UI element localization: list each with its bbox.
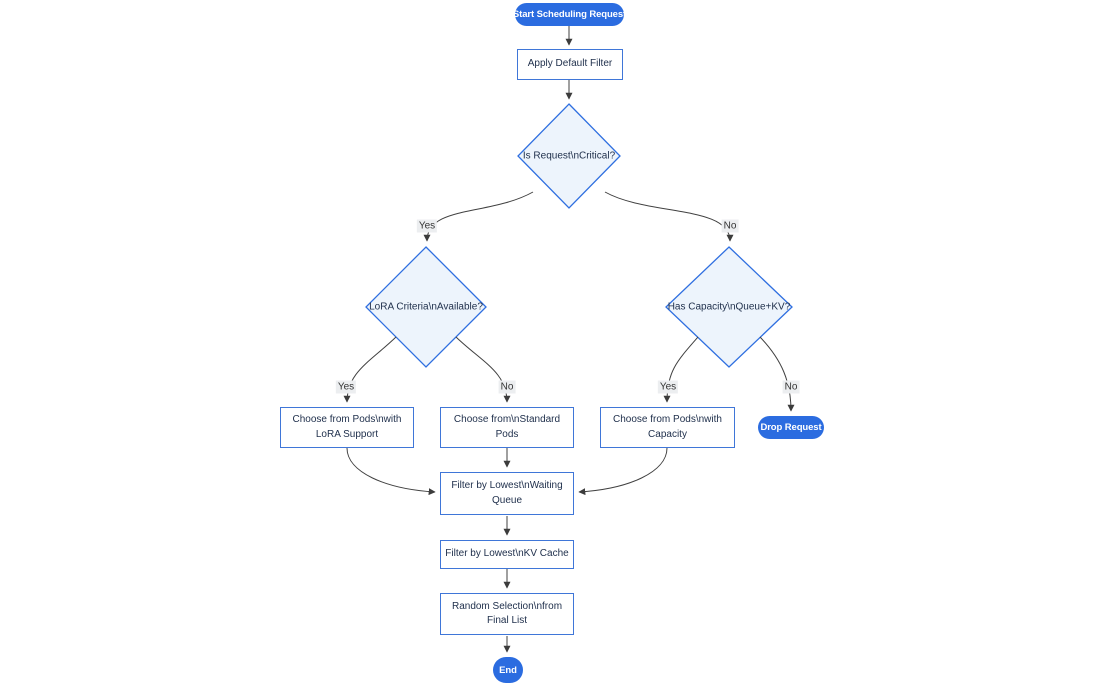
node-start-label: Start Scheduling Request <box>512 9 627 20</box>
node-choose-standard-pods: Choose from\nStandard Pods <box>440 407 574 448</box>
node-end-label: End <box>499 664 517 676</box>
decision-is-request-critical-label: Is Request\nCritical? <box>522 150 616 162</box>
edge-label-capacity-no: No <box>782 380 800 394</box>
node-random-selection-line2: Final List <box>486 615 527 626</box>
node-end: End <box>493 657 523 683</box>
node-filter-waiting-queue-line1: Filter by Lowest\nWaiting <box>451 480 563 491</box>
edge-label-lora-no: No <box>498 380 516 394</box>
node-choose-capacity-pods-line2: Capacity <box>648 428 687 440</box>
edge-capacity-pods-to-filter-queue <box>578 447 668 496</box>
edge-capacity-yes <box>663 336 699 403</box>
node-drop-request-label: Drop Request <box>760 422 822 433</box>
decision-is-request-critical-shape <box>517 103 621 209</box>
node-filter-waiting-queue: Filter by Lowest\nWaiting Queue <box>440 472 574 515</box>
decision-lora-criteria-available-label: LoRA Criteria\nAvailable? <box>369 301 483 313</box>
node-random-selection: Random Selection\nfrom Final List <box>440 593 574 635</box>
node-choose-standard-pods-line2: Pods <box>495 428 519 440</box>
node-choose-lora-pods: Choose from Pods\nwith LoRA Support <box>280 407 414 448</box>
edge-lora-pods-to-filter-queue <box>346 447 436 496</box>
node-start: Start Scheduling Request <box>512 3 627 26</box>
node-apply-default-filter: Apply Default Filter <box>517 49 623 80</box>
node-random-selection-line1: Random Selection\nfrom <box>451 600 563 612</box>
edge-label-critical-no: No <box>721 219 739 233</box>
edge-critical-no <box>604 191 734 242</box>
edge-capacity-no <box>759 336 795 412</box>
node-filter-kv-cache-label: Filter by Lowest\nKV Cache <box>445 548 569 560</box>
node-choose-capacity-pods-line1: Choose from Pods\nwith <box>613 414 722 425</box>
decision-has-capacity-label: Has Capacity\nQueue+KV? <box>667 301 791 313</box>
node-choose-capacity-pods: Choose from Pods\nwith Capacity <box>600 407 735 448</box>
edge-lora-yes <box>343 336 397 403</box>
edge-critical-yes <box>423 191 534 242</box>
edge-label-critical-yes: Yes <box>416 219 438 233</box>
node-filter-kv-cache: Filter by Lowest\nKV Cache <box>440 540 574 569</box>
node-choose-lora-pods-line2: LoRA Support <box>315 428 379 440</box>
edge-label-lora-yes: Yes <box>335 380 357 394</box>
node-choose-lora-pods-line1: Choose from Pods\nwith <box>292 414 402 425</box>
edge-label-capacity-yes: Yes <box>657 380 679 394</box>
node-filter-waiting-queue-line2: Queue <box>491 494 523 506</box>
edge-lora-no <box>455 336 511 403</box>
node-apply-default-filter-label: Apply Default Filter <box>527 58 613 70</box>
node-drop-request: Drop Request <box>758 416 824 439</box>
node-choose-standard-pods-line1: Choose from\nStandard <box>453 414 561 425</box>
